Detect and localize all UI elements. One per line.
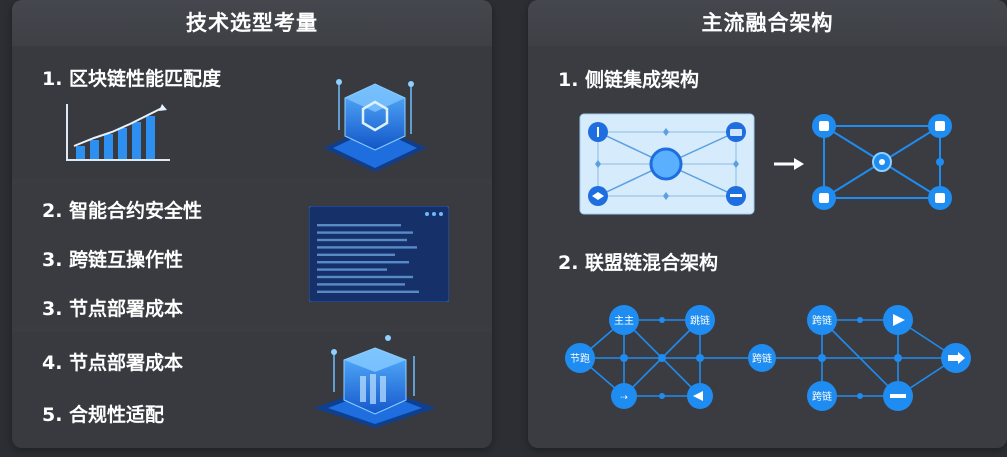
svg-text:跨链: 跨链 bbox=[812, 314, 832, 327]
server-cube-icon bbox=[314, 335, 436, 428]
tech-selection-panel: 技术选型考量 1. 区块链性能匹配度 bbox=[12, 0, 492, 448]
section-compliance: 4. 节点部署成本 5. 合规性适配 bbox=[12, 332, 492, 448]
sidechain-diagram bbox=[579, 113, 952, 215]
arrow-icon bbox=[794, 158, 804, 170]
hybrid-node: 跨链 bbox=[748, 344, 776, 372]
sidechain-node bbox=[928, 114, 952, 138]
item-cross-chain: 3. 跨链互操作性 bbox=[42, 249, 184, 271]
hybrid-node: 跳链 bbox=[685, 305, 715, 335]
hybrid-node: 跨链 bbox=[807, 305, 837, 335]
item-node-cost: 3. 节点部署成本 bbox=[42, 298, 184, 320]
item-compliance: 5. 合规性适配 bbox=[42, 404, 165, 426]
bar-growth-icon bbox=[66, 104, 170, 161]
sidechain-hub-node bbox=[649, 147, 683, 181]
code-window-icon bbox=[309, 206, 449, 302]
hybrid-node: 主主 bbox=[609, 305, 639, 335]
sidechain-node bbox=[812, 186, 836, 210]
section-contract: 2. 智能合约安全性 3. 跨链互操作性 3. 节点部署成本 bbox=[12, 184, 492, 326]
svg-text:主主: 主主 bbox=[614, 315, 634, 327]
hybrid-node bbox=[883, 381, 913, 411]
svg-text:跨链: 跨链 bbox=[752, 352, 772, 365]
item-performance: 1. 区块链性能匹配度 bbox=[42, 68, 222, 90]
svg-text:跨链: 跨链 bbox=[812, 390, 832, 403]
panel-title: 主流融合架构 bbox=[528, 0, 1007, 46]
sidechain-node bbox=[928, 186, 952, 210]
hybrid-node bbox=[941, 343, 971, 373]
item-contract-security: 2. 智能合约安全性 bbox=[42, 200, 203, 222]
section-performance: 1. 区块链性能匹配度 bbox=[12, 46, 492, 178]
svg-text:跳链: 跳链 bbox=[690, 314, 710, 327]
svg-text:⇢: ⇢ bbox=[620, 393, 628, 403]
hybrid-node: 节跑 bbox=[565, 343, 595, 373]
sidechain-title: 1. 侧链集成架构 bbox=[558, 69, 700, 91]
item-node-cost-2: 4. 节点部署成本 bbox=[42, 352, 184, 374]
consortium-title: 2. 联盟链混合架构 bbox=[558, 252, 719, 274]
hybrid-node bbox=[687, 383, 713, 409]
consortium-hybrid-diagram: 节跑 主主 ⇢ 跳链 跨链 跨链 跨链 bbox=[565, 305, 971, 411]
panel-title: 技术选型考量 bbox=[12, 0, 492, 46]
blockchain-cube-icon bbox=[323, 79, 427, 172]
fusion-architecture-panel: 主流融合架构 1. 侧链集成架构 bbox=[528, 0, 1007, 448]
svg-text:节跑: 节跑 bbox=[570, 352, 590, 365]
hybrid-node: ⇢ bbox=[611, 383, 637, 409]
hybrid-node bbox=[883, 305, 913, 335]
hybrid-node: 跨链 bbox=[807, 381, 837, 411]
sidechain-node bbox=[812, 114, 836, 138]
